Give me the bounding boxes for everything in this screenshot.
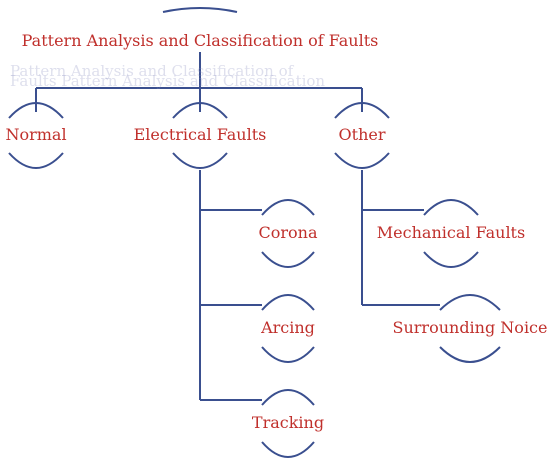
category-electrical-faults-label: Electrical Faults <box>133 125 267 144</box>
surrounding-bottom-arc <box>439 346 501 363</box>
category-other-label: Other <box>338 125 386 144</box>
leaf-arcing-label: Arcing <box>261 318 315 337</box>
tracking-bottom-arc <box>261 441 315 458</box>
other-top-arc <box>334 102 390 119</box>
electrical-top-arc <box>172 102 228 119</box>
leaf-mechanical-faults-label: Mechanical Faults <box>376 223 526 242</box>
other-bottom-arc <box>334 152 390 169</box>
leaf-surrounding-noice-label: Surrounding Noice <box>392 318 548 337</box>
mechanical-bottom-arc <box>423 251 479 268</box>
leaf-corona-label: Corona <box>258 223 318 242</box>
leaf-tracking-label: Tracking <box>251 413 325 432</box>
corona-bottom-arc <box>261 251 315 268</box>
root-top-arc <box>162 7 238 13</box>
normal-top-arc <box>8 102 64 119</box>
root-label: Pattern Analysis and Classification of F… <box>21 31 379 50</box>
surrounding-top-arc <box>439 294 501 311</box>
electrical-bottom-arc <box>172 152 228 169</box>
mechanical-top-arc <box>423 199 479 216</box>
tree-connectors <box>35 52 440 401</box>
normal-bottom-arc <box>8 152 64 169</box>
ghost-text-line-1: Pattern Analysis and Classification of <box>10 62 294 80</box>
label-arcs <box>8 7 501 458</box>
corona-top-arc <box>261 199 315 216</box>
tracking-top-arc <box>261 389 315 406</box>
ghost-text-line-2: Faults Pattern Analysis and Classificati… <box>10 72 326 90</box>
category-normal-label: Normal <box>5 125 67 144</box>
arcing-top-arc <box>261 294 315 311</box>
arcing-bottom-arc <box>261 346 315 363</box>
